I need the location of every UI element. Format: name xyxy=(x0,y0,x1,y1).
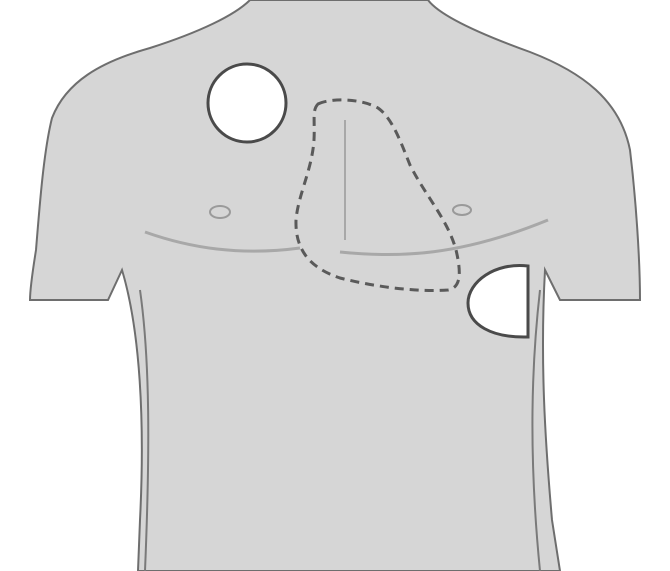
right-upper-chest-pad xyxy=(208,64,286,142)
